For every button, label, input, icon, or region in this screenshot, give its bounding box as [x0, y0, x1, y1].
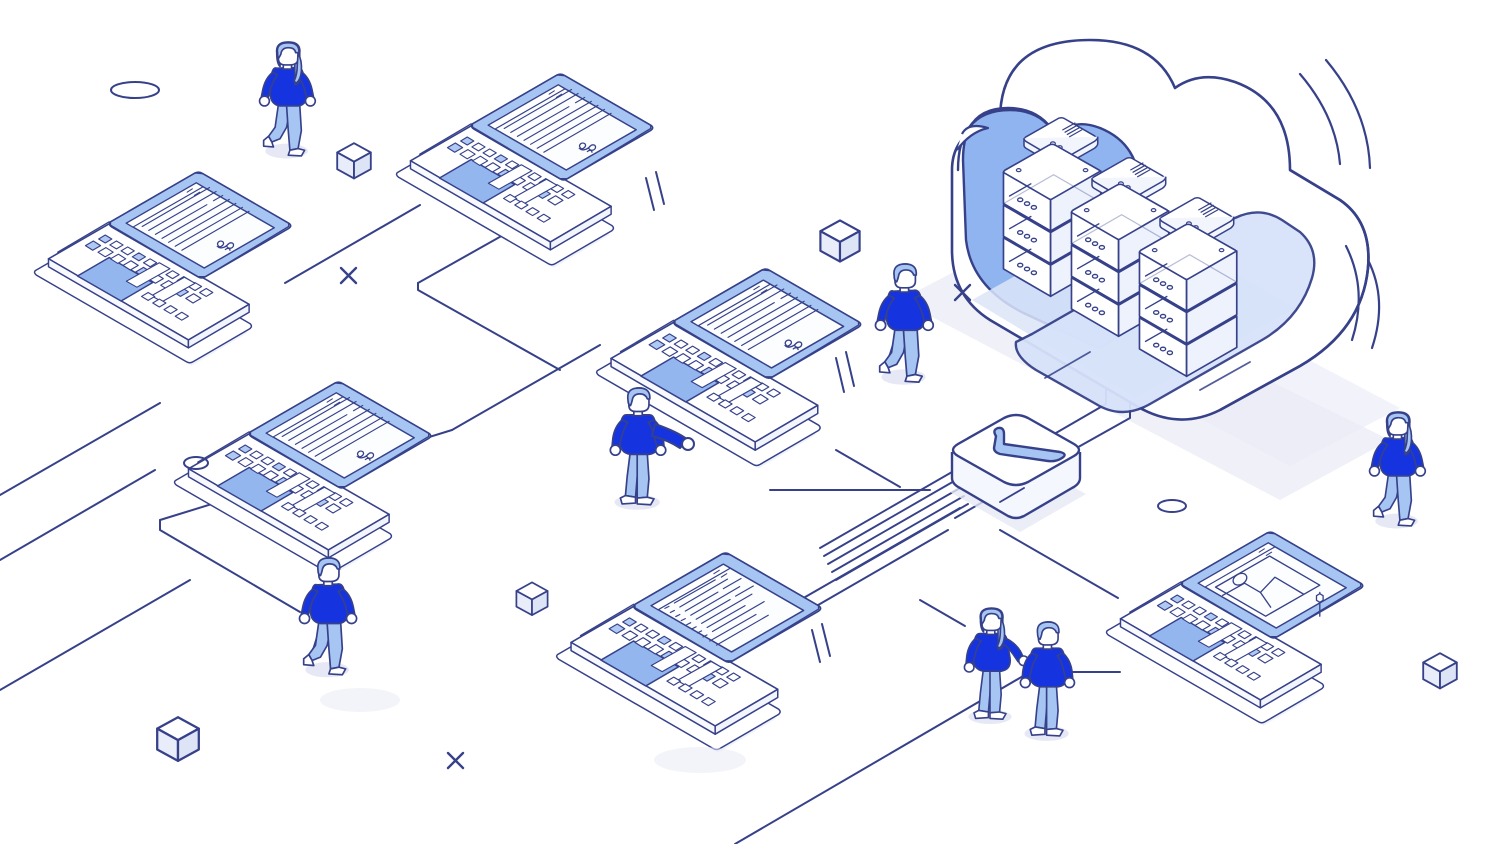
- cross-1: [339, 266, 358, 285]
- ellipse-1: [110, 81, 160, 99]
- cross-2: [953, 283, 972, 302]
- ellipse-2: [183, 456, 209, 470]
- ellipse-3: [1157, 499, 1187, 513]
- ground-shadows: [320, 688, 746, 773]
- cloud-datacenter: [950, 38, 1381, 421]
- person-at-center-laptop: [609, 387, 695, 511]
- router-cable-bundle: [819, 471, 969, 581]
- motion-lines: [645, 171, 855, 663]
- network-router[interactable]: [950, 413, 1086, 532]
- cross-3: [446, 751, 465, 770]
